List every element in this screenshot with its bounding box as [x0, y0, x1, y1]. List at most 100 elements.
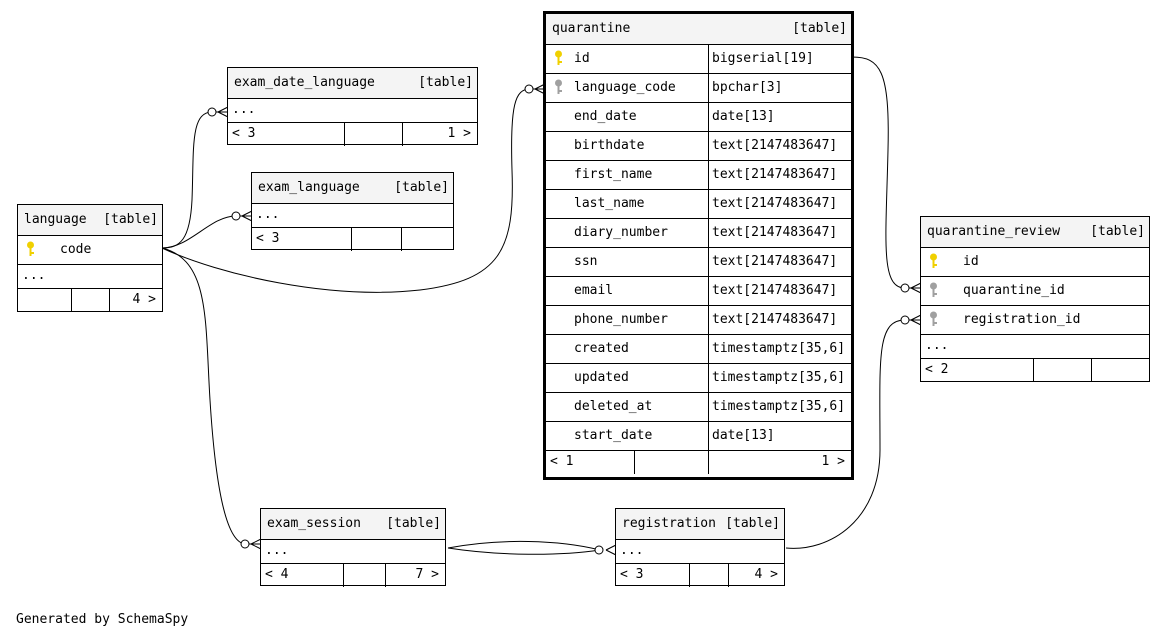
- column-name: quarantine_id: [963, 283, 1065, 298]
- column-row[interactable]: updated timestamptz[35,6]: [546, 364, 851, 393]
- children-count[interactable]: 1 >: [447, 126, 471, 141]
- primary-key-icon: [930, 253, 937, 268]
- table-registration[interactable]: registration [table] ... < 3 4 >: [615, 508, 785, 587]
- table-name: registration: [622, 516, 716, 531]
- column-name: created: [574, 341, 629, 356]
- children-count[interactable]: 4 >: [754, 567, 778, 582]
- table-exam-session[interactable]: exam_session [table] ... < 4 7 >: [260, 508, 446, 587]
- column-name: end_date: [574, 109, 637, 124]
- table-language[interactable]: language [table] code ... 4 >: [17, 204, 163, 312]
- primary-key-icon: [27, 241, 34, 256]
- parents-count[interactable]: < 3: [256, 231, 280, 246]
- column-row[interactable]: created timestamptz[35,6]: [546, 335, 851, 364]
- column-type: text[2147483647]: [712, 283, 838, 298]
- table-quarantine[interactable]: quarantine [table] id bigserial[19] langua…: [543, 11, 854, 480]
- column-type: date[13]: [712, 428, 775, 443]
- table-header: exam_date_language [table]: [228, 68, 477, 99]
- column-type: timestamptz[35,6]: [712, 370, 846, 385]
- column-row[interactable]: quarantine_id: [921, 277, 1149, 306]
- column-row[interactable]: diary_number text[2147483647]: [546, 219, 851, 248]
- table-footer: < 4 7 >: [261, 564, 445, 587]
- column-type: timestamptz[35,6]: [712, 399, 846, 414]
- column-name: deleted_at: [574, 399, 653, 414]
- column-type: text[2147483647]: [712, 196, 838, 211]
- table-header: registration [table]: [616, 509, 784, 540]
- more-columns: ...: [252, 204, 453, 228]
- column-row[interactable]: code: [18, 236, 162, 265]
- column-type: text[2147483647]: [712, 138, 838, 153]
- edge-registration-quarantine-review: [785, 319, 921, 549]
- column-name: birthdate: [574, 138, 645, 153]
- table-kind: [table]: [394, 180, 449, 195]
- parents-count[interactable]: < 1: [550, 454, 574, 469]
- foreign-key-icon: [930, 311, 937, 326]
- edge-language-quarantine: [161, 88, 545, 293]
- table-name: quarantine: [552, 21, 631, 36]
- column-name: updated: [574, 370, 629, 385]
- parents-count[interactable]: < 3: [620, 567, 644, 582]
- table-name: quarantine_review: [927, 224, 1061, 239]
- parents-count[interactable]: < 2: [925, 362, 949, 377]
- edge-language-exam-session: [161, 247, 261, 545]
- column-row[interactable]: id bigserial[19]: [546, 45, 851, 74]
- column-type: bpchar[3]: [712, 80, 783, 95]
- table-footer: < 3: [252, 228, 453, 251]
- table-footer: 4 >: [18, 289, 162, 312]
- table-kind: [table]: [386, 516, 441, 531]
- foreign-key-icon: [555, 79, 562, 94]
- children-count[interactable]: 7 >: [415, 567, 439, 582]
- table-header: quarantine_review [table]: [921, 217, 1149, 248]
- table-footer: < 3 4 >: [616, 564, 784, 587]
- table-kind: [table]: [725, 516, 780, 531]
- column-row[interactable]: deleted_at timestamptz[35,6]: [546, 393, 851, 422]
- more-columns: ...: [616, 540, 784, 564]
- table-name: exam_language: [258, 180, 360, 195]
- parents-count[interactable]: < 4: [265, 567, 289, 582]
- column-type: timestamptz[35,6]: [712, 341, 846, 356]
- children-count[interactable]: 1 >: [821, 454, 845, 469]
- table-exam-language[interactable]: exam_language [table] ... < 3: [251, 172, 454, 251]
- table-name: exam_date_language: [234, 75, 375, 90]
- column-row[interactable]: id: [921, 248, 1149, 277]
- table-exam-date-language[interactable]: exam_date_language [table] ... < 3 1 >: [227, 67, 478, 146]
- table-name: language: [24, 212, 87, 227]
- column-type: bigserial[19]: [712, 51, 814, 66]
- column-name: id: [963, 254, 979, 269]
- column-name: id: [574, 51, 590, 66]
- primary-key-icon: [555, 50, 562, 65]
- table-header: exam_language [table]: [252, 173, 453, 204]
- table-quarantine-review[interactable]: quarantine_review [table] id quarantine_…: [920, 216, 1150, 382]
- column-type: text[2147483647]: [712, 225, 838, 240]
- more-columns: ...: [921, 335, 1149, 359]
- generator-credit: Generated by SchemaSpy: [16, 612, 189, 627]
- more-columns: ...: [261, 540, 445, 564]
- table-header: language [table]: [18, 205, 162, 236]
- table-kind: [table]: [418, 75, 473, 90]
- column-name: phone_number: [574, 312, 668, 327]
- table-kind: [table]: [1090, 224, 1145, 239]
- edge-language-exam-date-language: [161, 111, 228, 249]
- column-name: first_name: [574, 167, 653, 182]
- children-count[interactable]: 4 >: [132, 292, 156, 307]
- table-footer: < 3 1 >: [228, 123, 477, 146]
- column-row[interactable]: registration_id: [921, 306, 1149, 335]
- table-footer: < 2: [921, 359, 1149, 382]
- edge-language-exam-language: [161, 215, 252, 249]
- table-kind: [table]: [792, 21, 847, 36]
- column-name: diary_number: [574, 225, 668, 240]
- column-row[interactable]: birthdate text[2147483647]: [546, 132, 851, 161]
- edge-quarantine-quarantine-review: [851, 56, 921, 289]
- table-kind: [table]: [103, 212, 158, 227]
- more-columns: ...: [228, 99, 477, 123]
- parents-count[interactable]: < 3: [232, 126, 256, 141]
